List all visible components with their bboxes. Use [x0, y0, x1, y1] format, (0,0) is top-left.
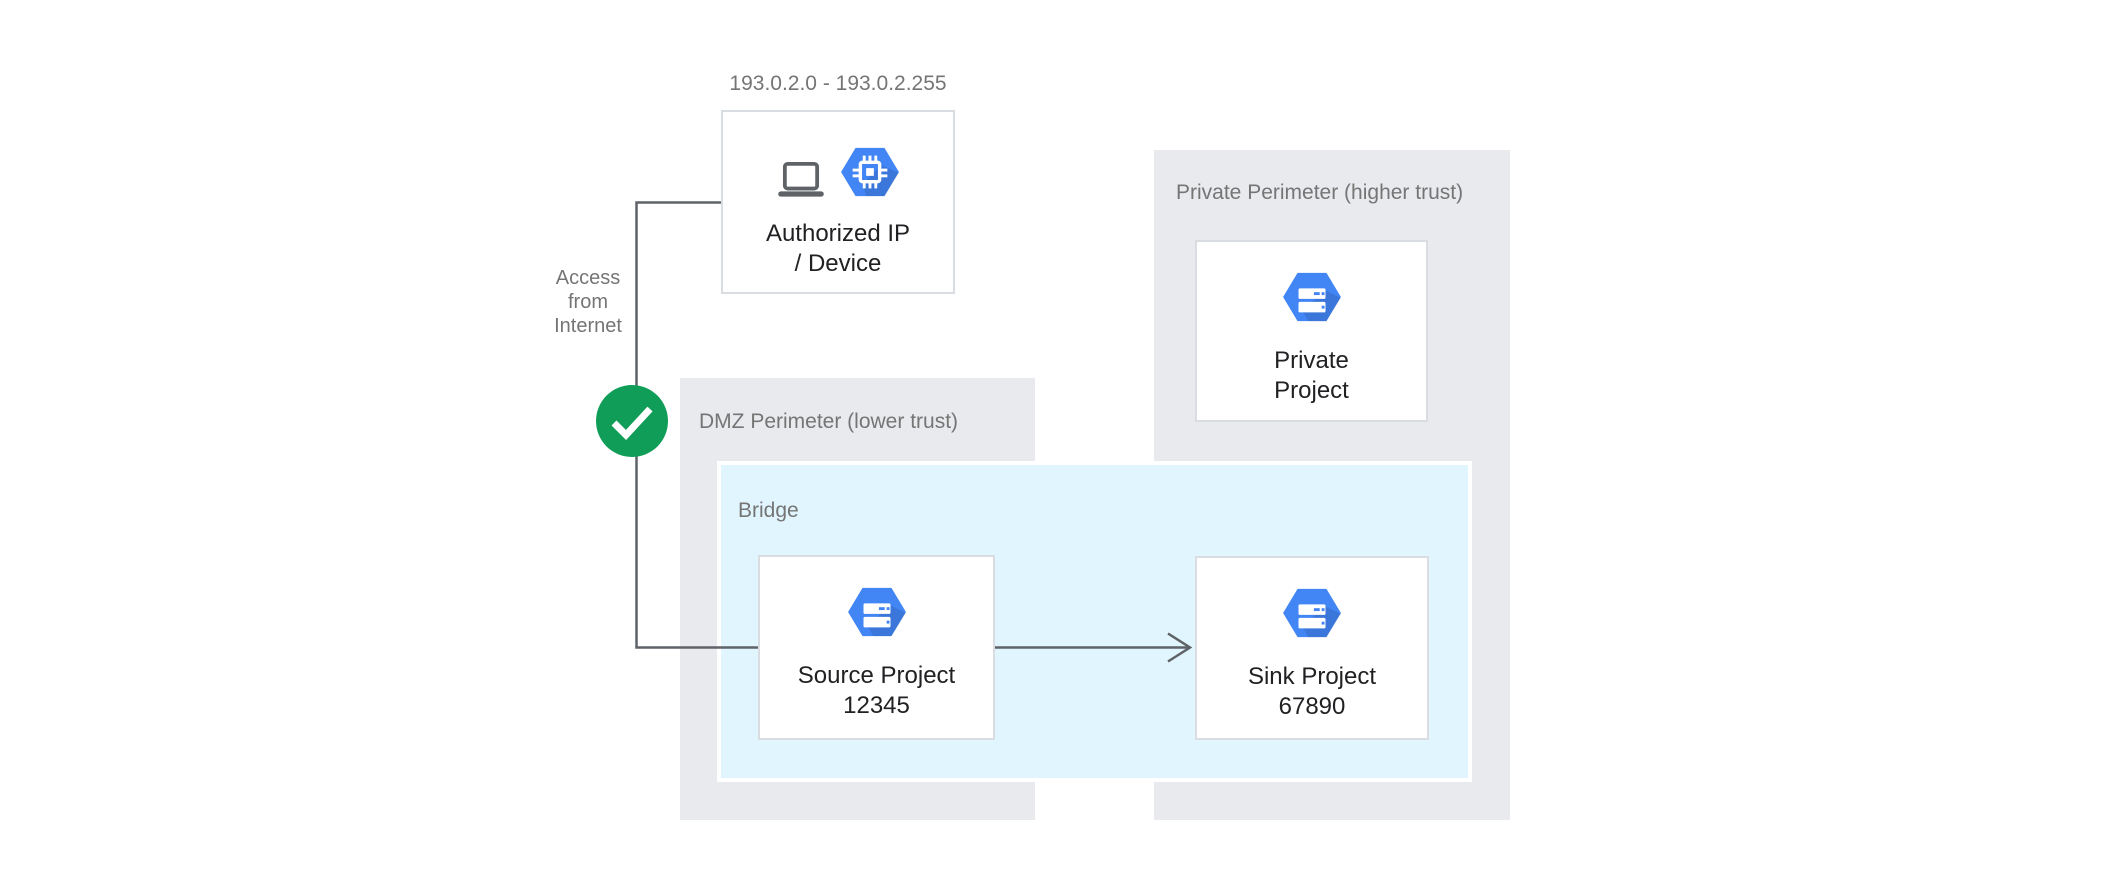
- source-project-label: Source Project 12345: [798, 661, 955, 721]
- bridge-label: Bridge: [738, 499, 799, 522]
- private-project-node: Private Project: [1195, 240, 1428, 422]
- source-project-node: Source Project 12345: [758, 555, 995, 740]
- node-label-line: Source Project: [797, 662, 956, 689]
- check-icon: [596, 385, 668, 457]
- ip-range-label: 193.0.2.0 - 193.0.2.255: [729, 72, 947, 95]
- private-perimeter-label: Private Perimeter (higher trust): [1176, 181, 1464, 204]
- node-label-line: Project: [1274, 377, 1349, 404]
- node-label-line: 12345: [843, 692, 910, 719]
- node-label-line: Private: [1274, 347, 1349, 374]
- compute-chip-hexagon-icon: [840, 147, 899, 197]
- sink-project-label: Sink Project 67890: [1248, 662, 1376, 722]
- project-hexagon-icon: [847, 587, 906, 637]
- access-from-internet-label: Access from Internet: [536, 266, 640, 338]
- sink-project-node: Sink Project 67890: [1195, 556, 1429, 740]
- dmz-perimeter-label: DMZ Perimeter (lower trust): [699, 410, 959, 433]
- node-label-line: Authorized IP: [765, 220, 911, 247]
- access-label-line: Access: [555, 267, 621, 289]
- authorized-device-label: Authorized IP / Device: [766, 219, 910, 279]
- authorized-device-icons: [776, 145, 901, 199]
- node-label-line: / Device: [794, 250, 882, 277]
- access-label-line: from: [568, 291, 608, 313]
- private-project-label: Private Project: [1274, 346, 1349, 406]
- access-label-line: Internet: [554, 315, 622, 337]
- node-label-line: Sink Project: [1247, 663, 1377, 690]
- project-hexagon-icon: [1282, 272, 1341, 322]
- laptop-icon: [777, 161, 824, 197]
- node-label-line: 67890: [1278, 693, 1346, 720]
- authorized-device-node: Authorized IP / Device: [721, 110, 955, 294]
- project-hexagon-icon: [1283, 588, 1341, 638]
